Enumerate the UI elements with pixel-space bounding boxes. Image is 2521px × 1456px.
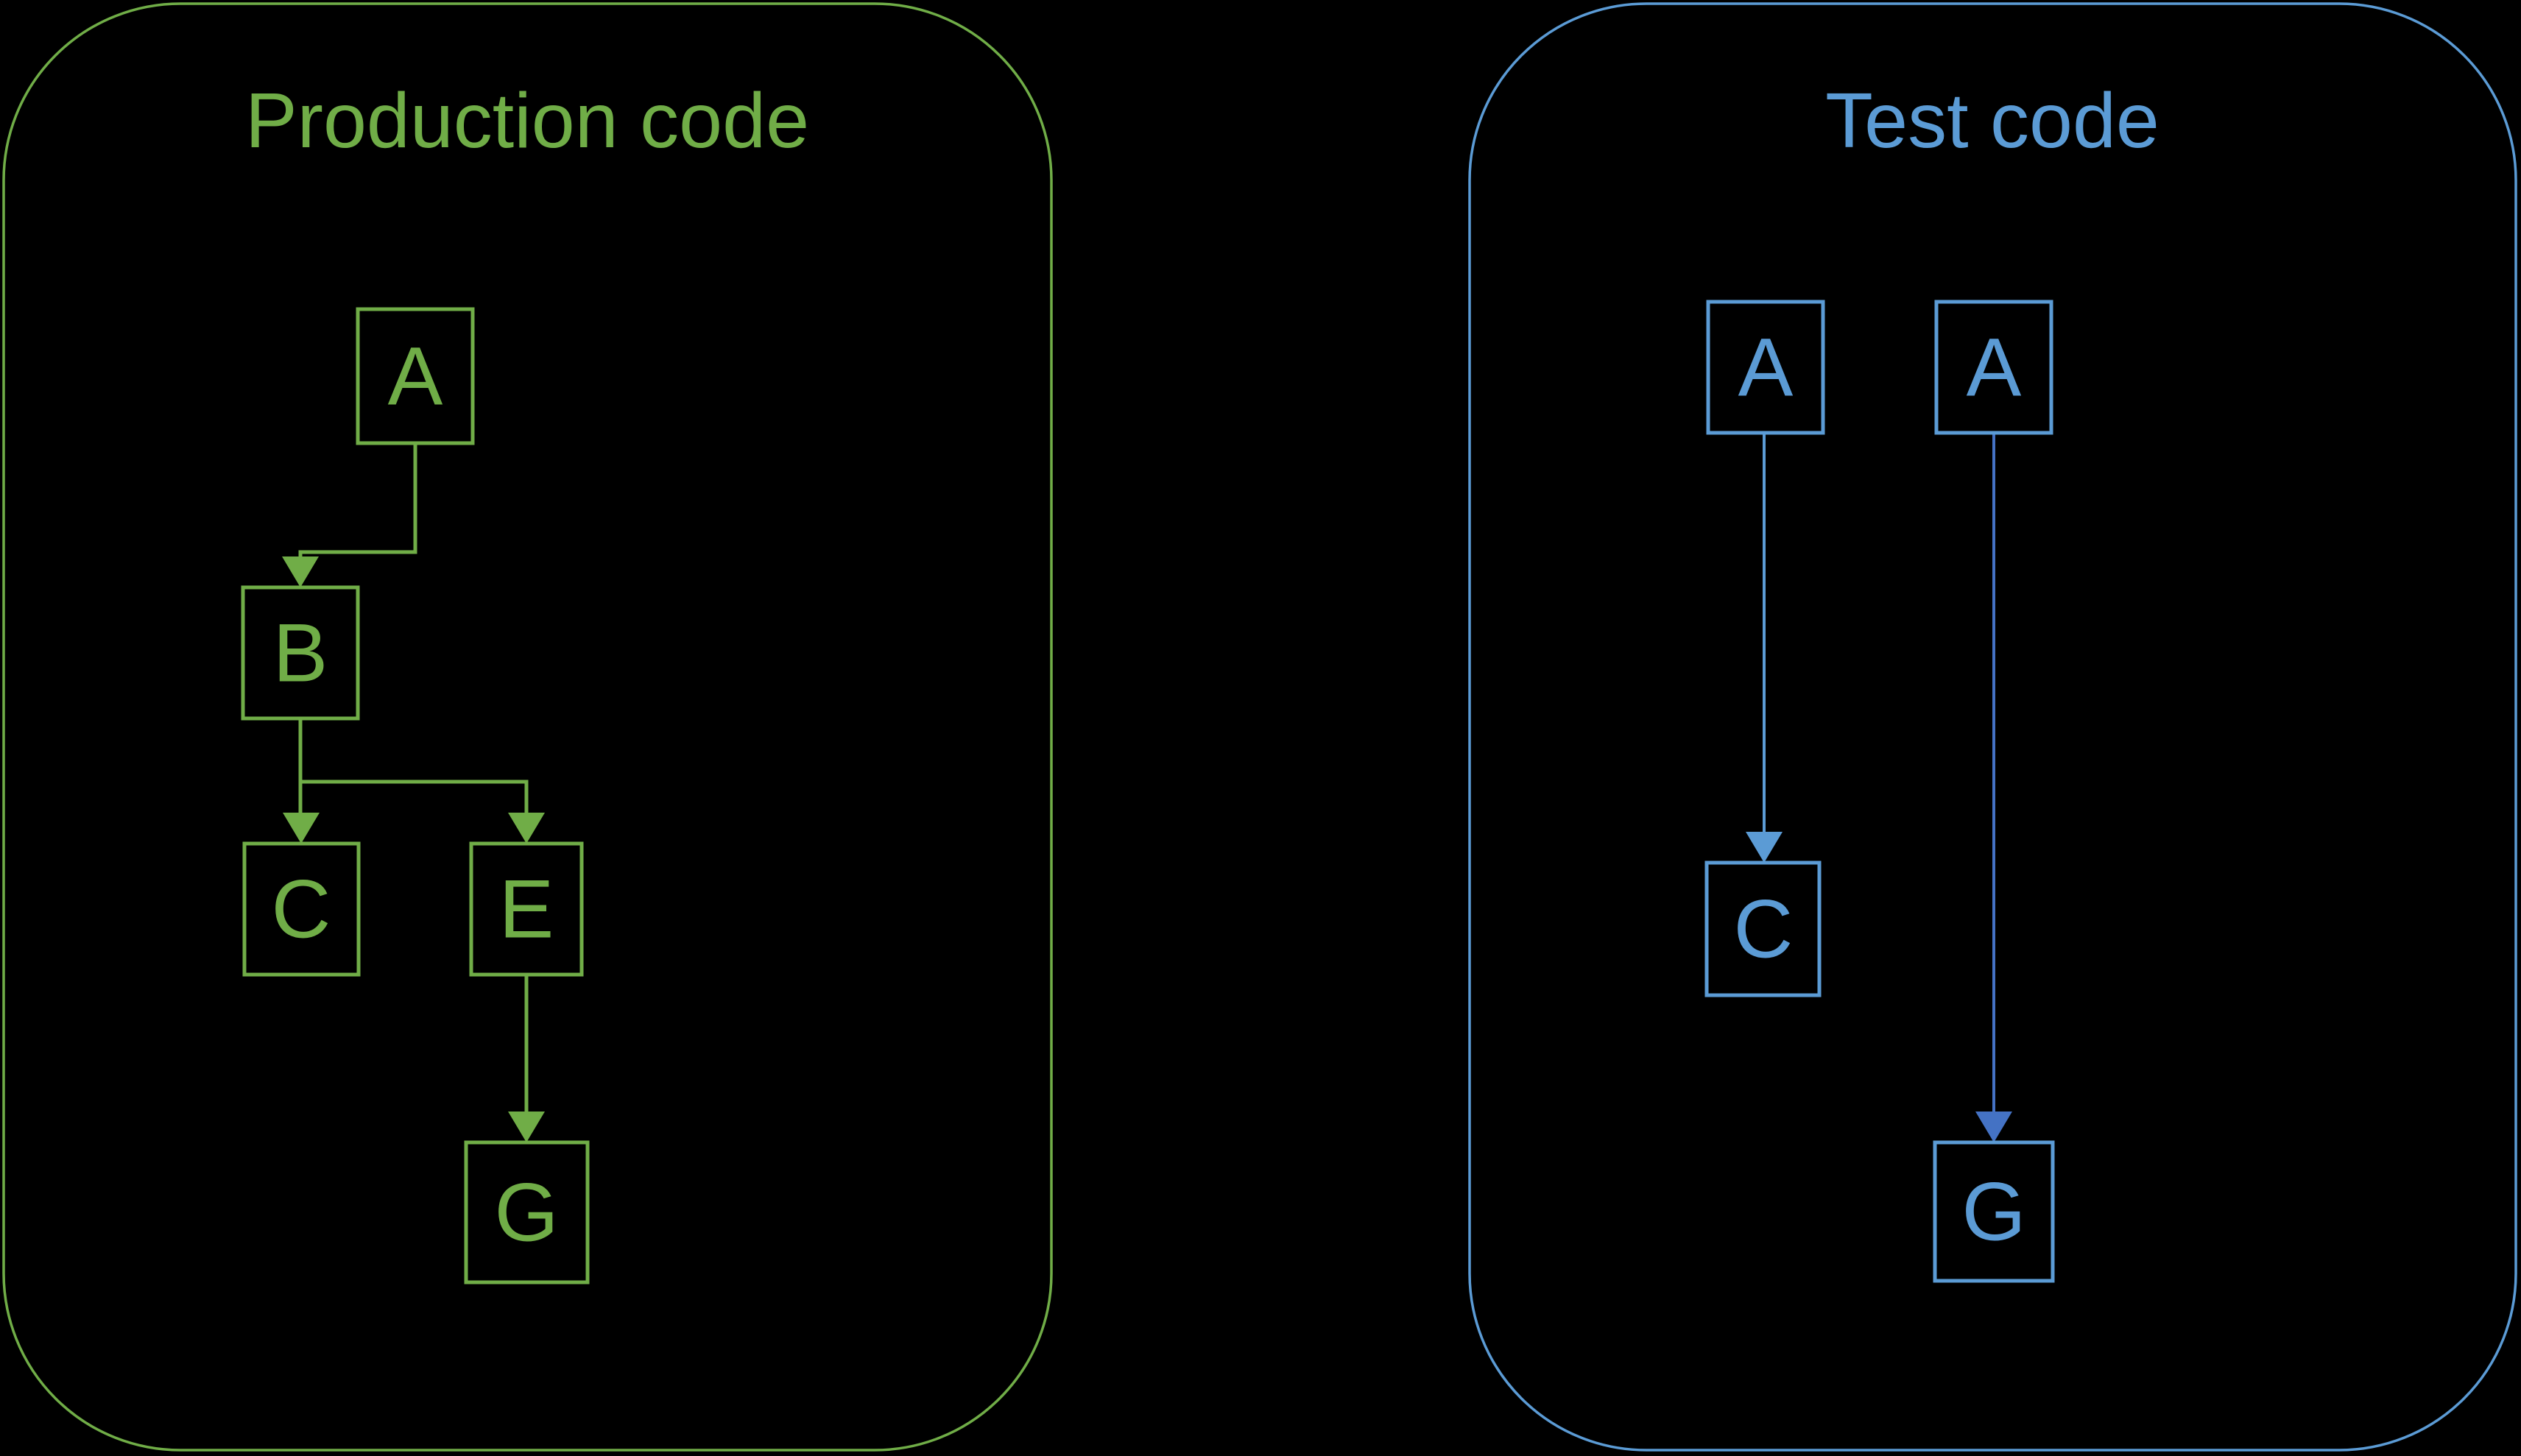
node-a2-label: A	[1967, 322, 2022, 414]
node-a-label: A	[388, 331, 443, 423]
node-g-box	[464, 1140, 590, 1284]
node-b-box	[241, 585, 360, 721]
production-panel-outline	[2, 2, 1053, 1452]
node-a2-box	[1934, 300, 2053, 435]
node-a-box	[356, 307, 475, 445]
edge-a-to-b-arrowhead-icon	[282, 556, 319, 587]
production-panel: Production code A B C E G	[2, 2, 1053, 1452]
node-c-test-box	[1704, 860, 1822, 997]
node-c-label: C	[272, 863, 331, 955]
node-e-label: E	[499, 863, 554, 955]
node-c-test-label: C	[1734, 883, 1794, 975]
node-e-box	[469, 841, 584, 977]
node-g-test-box	[1933, 1140, 2055, 1283]
edge-e-to-g-arrowhead-icon	[508, 1112, 545, 1142]
node-a1-box	[1706, 300, 1825, 435]
node-b-label: B	[273, 607, 328, 699]
edge-b-to-e-line	[298, 718, 529, 813]
test-panel: Test code A A C G	[1468, 2, 2517, 1452]
edge-a2-to-g-arrowhead-icon	[1975, 1112, 2012, 1142]
node-g-label: G	[494, 1167, 558, 1259]
node-a1-label: A	[1738, 322, 1794, 414]
edge-a1-to-c-arrowhead-icon	[1746, 832, 1783, 863]
test-panel-title: Test code	[1825, 77, 2159, 164]
node-g-test-label: G	[1961, 1166, 2025, 1258]
production-panel-title: Production code	[245, 77, 809, 164]
edge-b-to-c-arrowhead-icon	[283, 813, 320, 844]
node-c-box	[242, 841, 361, 977]
edge-a-to-b-line	[298, 443, 417, 556]
test-panel-outline	[1468, 2, 2517, 1452]
edge-b-to-e-arrowhead-icon	[508, 813, 545, 844]
